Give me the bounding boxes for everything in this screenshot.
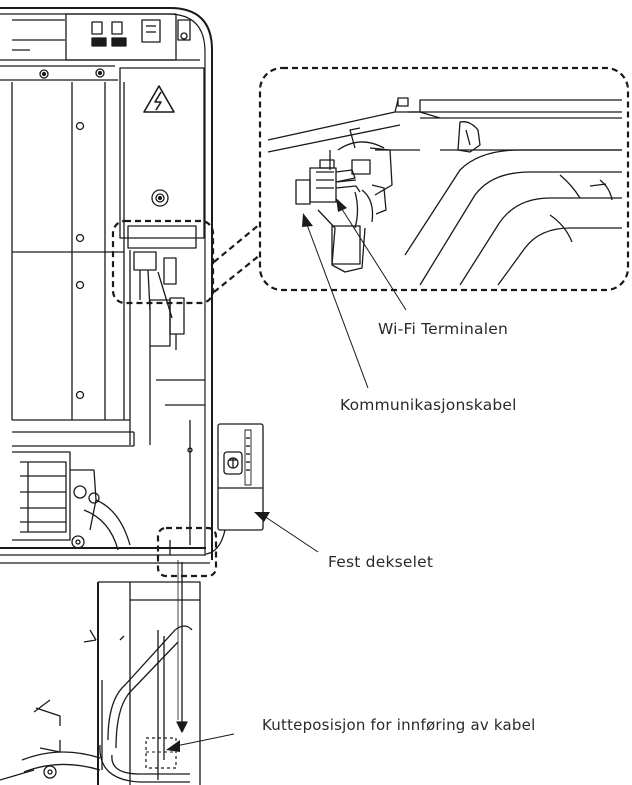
wifi-module [205,423,264,555]
label-wifi-terminal: Wi-Fi Terminalen [378,320,508,338]
leader-lines [175,205,407,747]
cut-position-box [145,737,177,769]
control-board [65,13,191,61]
electrical-box [119,67,205,249]
side-panel [11,82,130,421]
arrowhead-cut-position [166,740,180,752]
electric-hazard-icon [143,85,175,113]
wall-sleeve [0,581,201,785]
detail-zoom-box [258,66,630,292]
arrowhead-communication-cable [302,213,313,227]
zoom-link-line-bottom [213,254,261,293]
arrowhead-wifi-terminal [336,198,347,212]
arrowhead-fasten-cover [254,512,270,522]
leader-communication-cable [305,221,369,389]
leader-fasten-cover [263,515,319,553]
cable-route-arrow [176,560,188,733]
box-screw [151,189,169,207]
cover-dashed-box [156,526,218,578]
wiring-detail [129,250,205,545]
leader-wifi-terminal [339,205,407,311]
label-cut-position: Kutteposisjon for innføring av kabel [262,716,536,734]
fan-housing [0,431,210,564]
leader-cut-position [175,733,235,747]
terminal-dashed-box [111,219,215,305]
label-fasten-cover: Fest dekselet [328,553,434,571]
zoom-detail-drawing [267,97,622,286]
indoor-unit-outline [0,7,213,560]
zoom-link-line-top [213,223,261,263]
label-communication-cable: Kommunikasjonskabel [340,396,517,414]
